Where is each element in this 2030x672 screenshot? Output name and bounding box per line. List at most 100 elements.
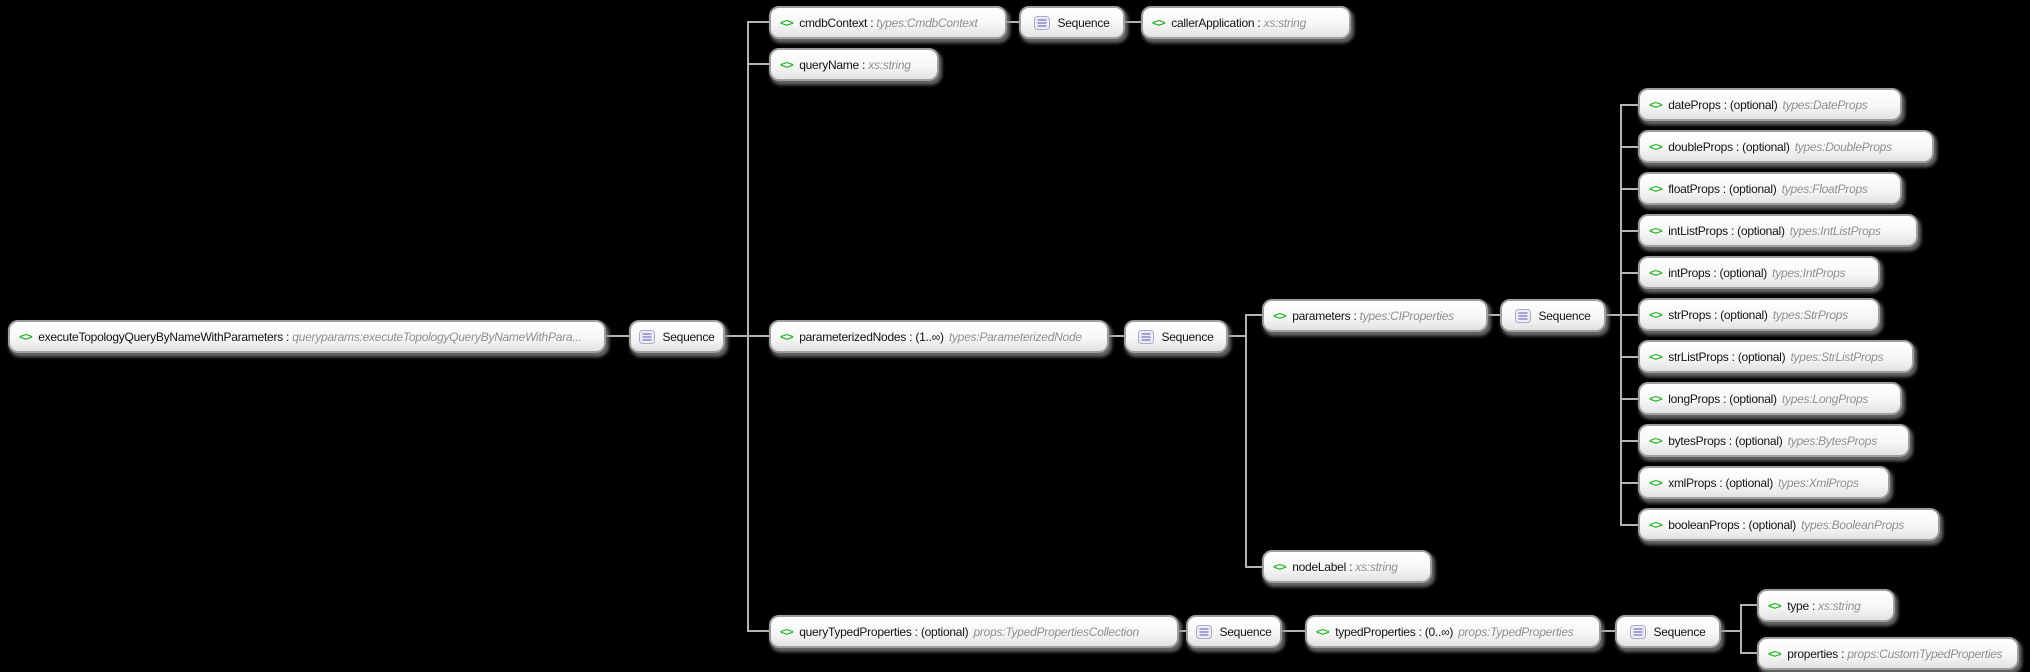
element-label: floatProps : (optional) types:FloatProps (1668, 181, 1868, 196)
element-type: types:DateProps (1782, 97, 1868, 112)
element-type: types:BytesProps (1787, 433, 1878, 448)
schema-element-parameterizedNodes[interactable]: <>parameterizedNodes : (1..∞) types:Para… (769, 320, 1109, 353)
sequence-compositor[interactable]: Sequence (1186, 615, 1282, 648)
schema-element-intListProps[interactable]: <> intListProps : (optional) types:IntLis… (1638, 214, 1918, 247)
element-name: doubleProps (1668, 139, 1733, 154)
sequence-compositor[interactable]: Sequence (1615, 615, 1721, 648)
separator: : (1727, 223, 1738, 238)
cardinality: (optional) (1729, 97, 1778, 112)
separator: : (1716, 475, 1726, 490)
connector-line (1620, 272, 1646, 274)
connector-line (1620, 104, 1622, 526)
separator: : (1415, 624, 1425, 639)
element-label: parameterizedNodes : (1..∞) types:Parame… (799, 331, 1082, 343)
element-type: types:IntProps (1772, 265, 1846, 280)
spacer (1454, 625, 1457, 639)
cardinality: (optional) (1748, 517, 1797, 532)
element-name: intProps (1668, 265, 1711, 280)
schema-element-intProps[interactable]: <>intProps : (optional) types:IntProps (1638, 256, 1880, 289)
separator: : (1350, 308, 1360, 323)
separator: : (1719, 391, 1730, 406)
compositor-label: Sequence (1161, 329, 1214, 344)
element-name: floatProps (1668, 181, 1720, 196)
spacer (1778, 98, 1781, 112)
schema-element-xmlProps[interactable]: <>xmlProps : (optional) types:XmlProps (1638, 466, 1890, 499)
schema-element-type[interactable]: <>type : xs:string (1757, 589, 1895, 622)
element-name: nodeLabel (1292, 559, 1346, 574)
sequence-compositor[interactable]: Sequence (1500, 299, 1606, 332)
element-label: dateProps : (optional) types:DateProps (1668, 97, 1868, 112)
schema-element-longProps[interactable]: <>longProps : (optional) types:LongProps (1638, 382, 1902, 415)
element-label: intListProps : (optional) types:IntListP… (1668, 223, 1881, 238)
cardinality: (optional) (1737, 349, 1786, 364)
spacer (1786, 224, 1789, 238)
element-type: types:StrProps (1772, 307, 1848, 322)
element-icon: <> (1649, 224, 1663, 237)
element-name: strListProps (1668, 349, 1729, 364)
element-type: types:ParameterizedNode (948, 329, 1082, 344)
schema-element-typedProperties[interactable]: <>typedProperties : (0..∞) props:TypedPr… (1305, 615, 1601, 648)
separator: : (1720, 97, 1730, 112)
cardinality: (optional) (1720, 307, 1768, 322)
cardinality: (optional) (1734, 433, 1783, 448)
connector-line (1740, 604, 1764, 606)
separator: : (1710, 265, 1720, 280)
schema-element-queryName[interactable]: <>queryName : xs:string (769, 48, 939, 81)
separator: : (906, 329, 916, 344)
element-label: callerApplication : xs:string (1171, 17, 1306, 29)
schema-element-doubleProps[interactable]: <> doubleProps : (optional) types:DoubleP… (1638, 130, 1934, 163)
sequence-compositor[interactable]: Sequence (629, 320, 725, 353)
connector-line (1620, 356, 1646, 358)
separator: : (1710, 307, 1721, 322)
element-icon: <> (1649, 98, 1663, 111)
schema-element-parameters[interactable]: <>parameters : types:CIProperties (1262, 299, 1488, 332)
cardinality: (0..∞) (1424, 624, 1454, 639)
spacer (1784, 434, 1787, 448)
element-name: queryName (799, 57, 859, 72)
element-name: executeTopologyQueryByNameWithParameters (38, 329, 283, 344)
separator: : (867, 15, 877, 30)
schema-element-queryTypedProperties[interactable]: <>queryTypedProperties : (optional) prop… (769, 615, 1179, 648)
element-label: type : xs:string (1787, 598, 1861, 613)
cardinality: (optional) (1729, 391, 1777, 406)
element-type: types:StrListProps (1790, 349, 1884, 364)
connector-line (1620, 104, 1646, 106)
schema-element-properties[interactable]: <>properties : props:CustomTypedProperti… (1757, 637, 2019, 670)
schema-element-strListProps[interactable]: <>strListProps : (optional) types:StrLis… (1638, 340, 1914, 373)
element-name: intListProps (1668, 223, 1728, 238)
sequence-icon (1034, 15, 1051, 30)
element-icon: <> (1649, 140, 1663, 153)
separator: : (858, 57, 869, 72)
separator: : (1808, 598, 1819, 613)
element-type: props:TypedPropertiesCollection (973, 624, 1139, 639)
schema-element-booleanProps[interactable]: <>booleanProps : (optional) types:Boolea… (1638, 508, 1940, 541)
schema-element-cmdbContext[interactable]: <>cmdbContext : types:CmdbContext (769, 6, 1007, 39)
element-label: doubleProps : (optional) types:DoublePro… (1668, 141, 1892, 153)
schema-element-executeTopologyQueryByNameWithParameters[interactable]: <> executeTopologyQueryByNameWithParamete… (8, 320, 606, 353)
schema-element-dateProps[interactable]: <> dateProps : (optional) types:DateProps (1638, 88, 1902, 121)
element-label: strListProps : (optional) types:StrListP… (1668, 351, 1883, 363)
schema-element-callerApplication[interactable]: <> callerApplication : xs:string (1141, 6, 1351, 39)
schema-element-bytesProps[interactable]: <>bytesProps : (optional) types:BytesPro… (1638, 424, 1910, 457)
element-type: types:IntListProps (1789, 223, 1881, 238)
element-name: xmlProps (1668, 475, 1717, 490)
schema-element-nodeLabel[interactable]: <>nodeLabel : xs:string (1262, 550, 1432, 583)
sequence-compositor[interactable]: Sequence (1019, 6, 1125, 39)
element-name: parameterizedNodes (799, 329, 907, 344)
connector-line (1620, 230, 1646, 232)
sequence-compositor[interactable]: Sequence (1124, 320, 1228, 353)
schema-element-floatProps[interactable]: <>floatProps : (optional) types:FloatPro… (1638, 172, 1902, 205)
element-name: parameters (1292, 308, 1351, 323)
connector-line (1620, 398, 1646, 400)
element-name: cmdbContext (799, 15, 868, 30)
element-icon: <> (19, 330, 33, 343)
element-name: bytesProps (1668, 433, 1726, 448)
element-icon: <> (1649, 308, 1663, 321)
schema-element-strProps[interactable]: <>strProps : (optional) types:StrProps (1638, 298, 1880, 331)
element-type: types:FloatProps (1781, 181, 1868, 196)
cardinality: (optional) (920, 624, 969, 639)
element-label: executeTopologyQueryByNameWithParameters… (38, 329, 582, 344)
spacer (1797, 518, 1800, 532)
element-icon: <> (1152, 16, 1166, 29)
